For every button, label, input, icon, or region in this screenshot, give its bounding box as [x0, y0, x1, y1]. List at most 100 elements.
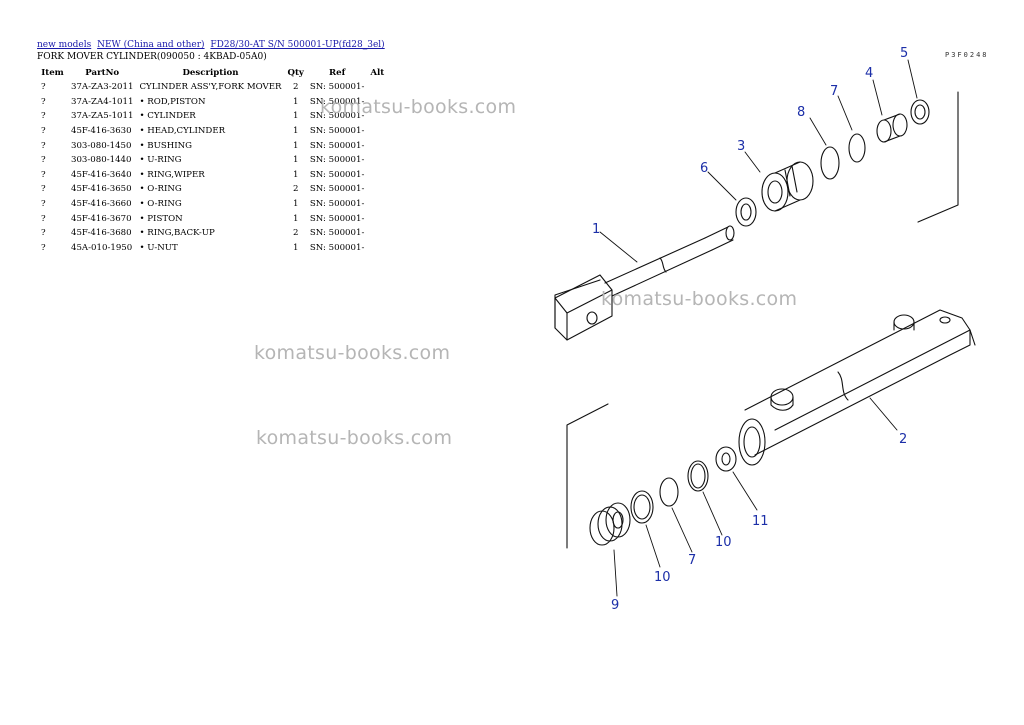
- callout-label-7-lower: 7: [688, 553, 696, 568]
- o-ring-lower: [659, 477, 679, 507]
- back-up-ring-upper-inner: [690, 463, 706, 489]
- cell-partno: 45F-416-3640: [71, 169, 132, 180]
- column-header-partno: PartNo: [85, 68, 120, 78]
- cell-qty: 1: [292, 169, 299, 180]
- table-row: ? 303-080-1440 • U-RING 1 SN: 500001-: [37, 153, 387, 168]
- cell-item: ?: [41, 242, 46, 253]
- cell-ref: SN: 500001-: [309, 184, 365, 195]
- cell-ref: SN: 500001-: [309, 140, 365, 151]
- cell-item: ?: [41, 213, 46, 224]
- cell-ref: SN: 500001-: [309, 213, 365, 224]
- cell-item: ?: [41, 140, 46, 151]
- cell-partno: 303-080-1440: [71, 155, 132, 166]
- cell-item: ?: [41, 184, 46, 195]
- cell-qty: 1: [292, 111, 299, 122]
- bushing-part: [876, 113, 908, 143]
- cell-partno: 37A-ZA3-2011: [71, 82, 134, 93]
- cell-description: • PISTON: [139, 213, 183, 224]
- cell-qty: 2: [292, 82, 299, 93]
- cylinder-head-part: [761, 161, 814, 212]
- cell-partno: 45F-416-3650: [71, 184, 132, 195]
- cell-qty: 1: [292, 96, 299, 107]
- cell-qty: 1: [292, 213, 299, 224]
- cell-item: ?: [41, 155, 46, 166]
- back-up-ring-upper: [687, 460, 709, 492]
- cell-description: • HEAD,CYLINDER: [139, 126, 226, 137]
- cell-qty: 1: [292, 155, 299, 166]
- column-header-item: Item: [41, 68, 64, 78]
- breadcrumb-link-new-models[interactable]: new models: [37, 40, 92, 50]
- callout-label-11: 11: [752, 514, 769, 529]
- cell-description: • RING,WIPER: [139, 169, 205, 180]
- breadcrumb: new models NEW (China and other) FD28/30…: [37, 40, 388, 50]
- page-title: FORK MOVER CYLINDER(090050 : 4KBAD-05A0): [37, 52, 267, 62]
- watermark-1: komatsu-books.com: [320, 96, 517, 118]
- cell-description: • U-NUT: [139, 242, 178, 253]
- cell-description: • RING,BACK-UP: [139, 228, 215, 239]
- cell-description: CYLINDER ASS'Y,FORK MOVER: [139, 82, 282, 93]
- frame-line-top-left: [554, 279, 601, 329]
- cell-item: ?: [41, 126, 46, 137]
- callout-label-2: 2: [899, 432, 907, 447]
- cell-description: • CYLINDER: [139, 111, 196, 122]
- cell-ref: SN: 500001-: [309, 228, 365, 239]
- column-header-qty: Qty: [287, 68, 304, 78]
- cell-ref: SN: 500001-: [309, 126, 365, 137]
- cell-item: ?: [41, 82, 46, 93]
- callout-label-8: 8: [797, 105, 805, 120]
- cell-item: ?: [41, 199, 46, 210]
- cell-ref: SN: 500001-: [309, 155, 365, 166]
- callout-label-4: 4: [865, 66, 873, 81]
- cell-qty: 2: [292, 228, 299, 239]
- callout-label-5: 5: [900, 46, 908, 61]
- callout-label-10-lower: 10: [654, 570, 671, 585]
- cell-ref: SN: 500001-: [309, 82, 365, 93]
- cell-qty: 1: [292, 140, 299, 151]
- u-nut-part: [715, 446, 737, 472]
- cell-item: ?: [41, 96, 46, 107]
- callout-label-10-upper: 10: [715, 535, 732, 550]
- cell-partno: 37A-ZA5-1011: [71, 111, 134, 122]
- back-up-ring-lower: [630, 490, 654, 524]
- cell-item: ?: [41, 228, 46, 239]
- breadcrumb-link-model[interactable]: FD28/30-AT S/N 500001-UP(fd28_3el): [210, 40, 385, 50]
- frame-line-bottom-right: [969, 329, 976, 346]
- cell-ref: SN: 500001-: [309, 111, 365, 122]
- piston-part: [589, 502, 631, 546]
- frame-line-bottom-left: [566, 403, 609, 549]
- cell-partno: 45F-416-3660: [71, 199, 132, 210]
- frame-line-top-right: [917, 91, 959, 223]
- column-header-ref: Ref: [328, 68, 346, 78]
- back-up-ring-lower-inner: [633, 494, 651, 520]
- watermark-2: komatsu-books.com: [601, 288, 798, 310]
- callout-label-6: 6: [700, 161, 708, 176]
- callout-label-1: 1: [592, 222, 600, 237]
- breadcrumb-link-region[interactable]: NEW (China and other): [97, 40, 205, 50]
- cell-partno: 37A-ZA4-1011: [71, 96, 134, 107]
- watermark-3: komatsu-books.com: [254, 342, 451, 364]
- callout-labels: 1 2 3 4 5 6 7 8 9 10 11 10 7: [592, 46, 908, 613]
- cell-ref: SN: 500001-: [309, 169, 365, 180]
- cell-description: • O-RING: [139, 199, 182, 210]
- cell-qty: 1: [292, 199, 299, 210]
- table-header-row: Item PartNo Description Qty Ref Alt: [37, 66, 387, 80]
- cell-item: ?: [41, 169, 46, 180]
- column-header-alt: Alt: [370, 68, 385, 78]
- parts-table: Item PartNo Description Qty Ref Alt ? 37A…: [37, 66, 387, 255]
- column-header-description: Description: [182, 68, 239, 78]
- callout-label-3: 3: [737, 139, 745, 154]
- watermark-4: komatsu-books.com: [256, 427, 453, 449]
- cell-description: • ROD,PISTON: [139, 96, 206, 107]
- wiper-ring-part: [910, 99, 930, 125]
- cell-item: ?: [41, 111, 46, 122]
- cell-description: • U-RING: [139, 155, 182, 166]
- cylinder-tube-part: [738, 309, 971, 466]
